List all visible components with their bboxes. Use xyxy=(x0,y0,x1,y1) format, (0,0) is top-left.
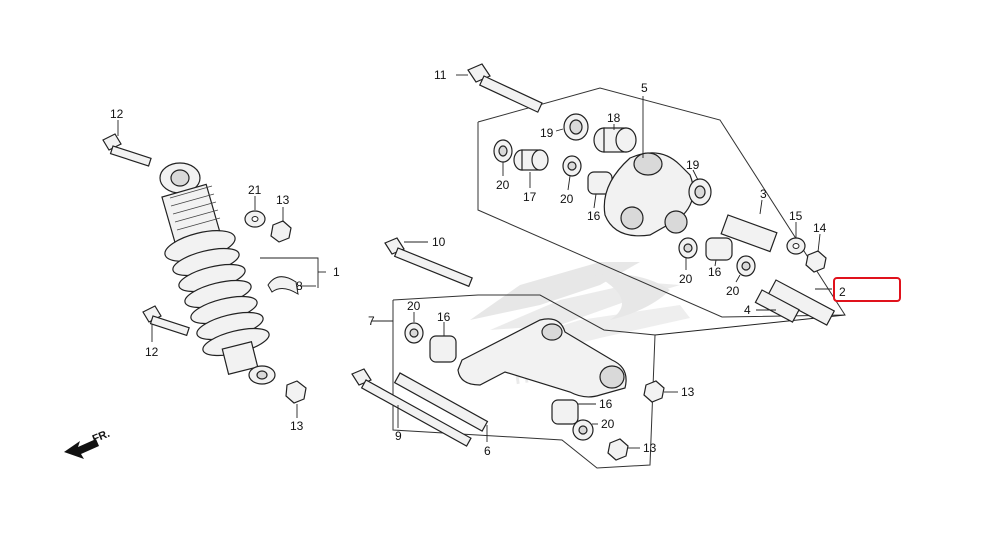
label-16-a: 16 xyxy=(587,209,601,223)
shock-absorber xyxy=(159,162,276,385)
seal-19-upper xyxy=(555,113,589,141)
bolt-9 xyxy=(351,368,472,447)
nut-14 xyxy=(805,233,827,273)
label-19-upper: 19 xyxy=(540,126,554,140)
label-16-b: 16 xyxy=(708,265,722,279)
seal-19-right xyxy=(688,169,712,206)
label-3: 3 xyxy=(760,187,767,201)
nut-13-top xyxy=(270,207,292,243)
label-11: 11 xyxy=(434,68,447,82)
bolt-11 xyxy=(456,63,543,113)
seal-20-b xyxy=(562,155,582,191)
label-18: 18 xyxy=(607,111,621,125)
label-21: 21 xyxy=(248,183,262,197)
bolt-12-lower xyxy=(142,305,190,342)
washer-21 xyxy=(244,196,266,228)
collar-6 xyxy=(393,372,489,442)
label-14: 14 xyxy=(813,221,827,235)
seal-20-f xyxy=(572,419,598,441)
label-5: 5 xyxy=(641,81,648,95)
label-20-d: 20 xyxy=(726,284,740,298)
nut-13-lower xyxy=(285,380,307,418)
label-12-lower: 12 xyxy=(145,345,159,359)
seal-20-a xyxy=(493,139,513,176)
nut-13-link-a xyxy=(643,380,678,403)
label-20-a: 20 xyxy=(496,178,510,192)
link-rod-7 xyxy=(372,318,627,398)
nut-13-link-b xyxy=(607,438,640,461)
collar-18 xyxy=(593,124,637,153)
label-20-b: 20 xyxy=(560,192,574,206)
label-2: 2 xyxy=(839,285,846,299)
label-7: 7 xyxy=(368,314,375,328)
seal-20-c xyxy=(678,237,698,270)
label-12-top: 12 xyxy=(110,107,124,121)
bearing-16-d xyxy=(551,399,596,425)
label-13-top: 13 xyxy=(276,193,290,207)
bushing-17 xyxy=(513,149,549,188)
label-13-lower: 13 xyxy=(290,419,304,433)
bolt-12-top xyxy=(102,120,152,167)
label-1: 1 xyxy=(333,265,340,279)
part-1-bracket xyxy=(260,257,326,288)
label-20-e: 20 xyxy=(407,299,421,313)
label-8: 8 xyxy=(296,279,303,293)
seal-20-d xyxy=(735,255,756,283)
label-9: 9 xyxy=(395,429,402,443)
label-16-d: 16 xyxy=(599,397,613,411)
circlip-8 xyxy=(267,276,316,296)
arm-5 xyxy=(603,96,694,237)
collar-3 xyxy=(720,199,778,253)
label-10: 10 xyxy=(432,235,446,249)
front-arrow-label: FR. xyxy=(91,428,112,446)
washer-15 xyxy=(786,222,806,255)
bolt-10 xyxy=(384,237,473,288)
label-13-link-a: 13 xyxy=(681,385,695,399)
bearing-16-c xyxy=(429,322,457,363)
label-19-right: 19 xyxy=(686,158,700,172)
label-15: 15 xyxy=(789,209,803,223)
collar-4 xyxy=(754,289,800,323)
label-16-c: 16 xyxy=(437,310,451,324)
seal-20-e xyxy=(404,312,424,344)
label-13-link-b: 13 xyxy=(643,441,657,455)
bearing-16-b xyxy=(705,237,733,267)
label-20-c: 20 xyxy=(679,272,693,286)
label-6: 6 xyxy=(484,444,491,458)
front-arrow-icon: FR. xyxy=(64,428,112,459)
highlight-box xyxy=(833,277,901,302)
label-17: 17 xyxy=(523,190,537,204)
label-20-f: 20 xyxy=(601,417,615,431)
callout-labels: 1 2 3 4 5 6 7 8 9 10 11 12 12 13 13 13 1… xyxy=(110,68,846,458)
label-4: 4 xyxy=(744,303,751,317)
